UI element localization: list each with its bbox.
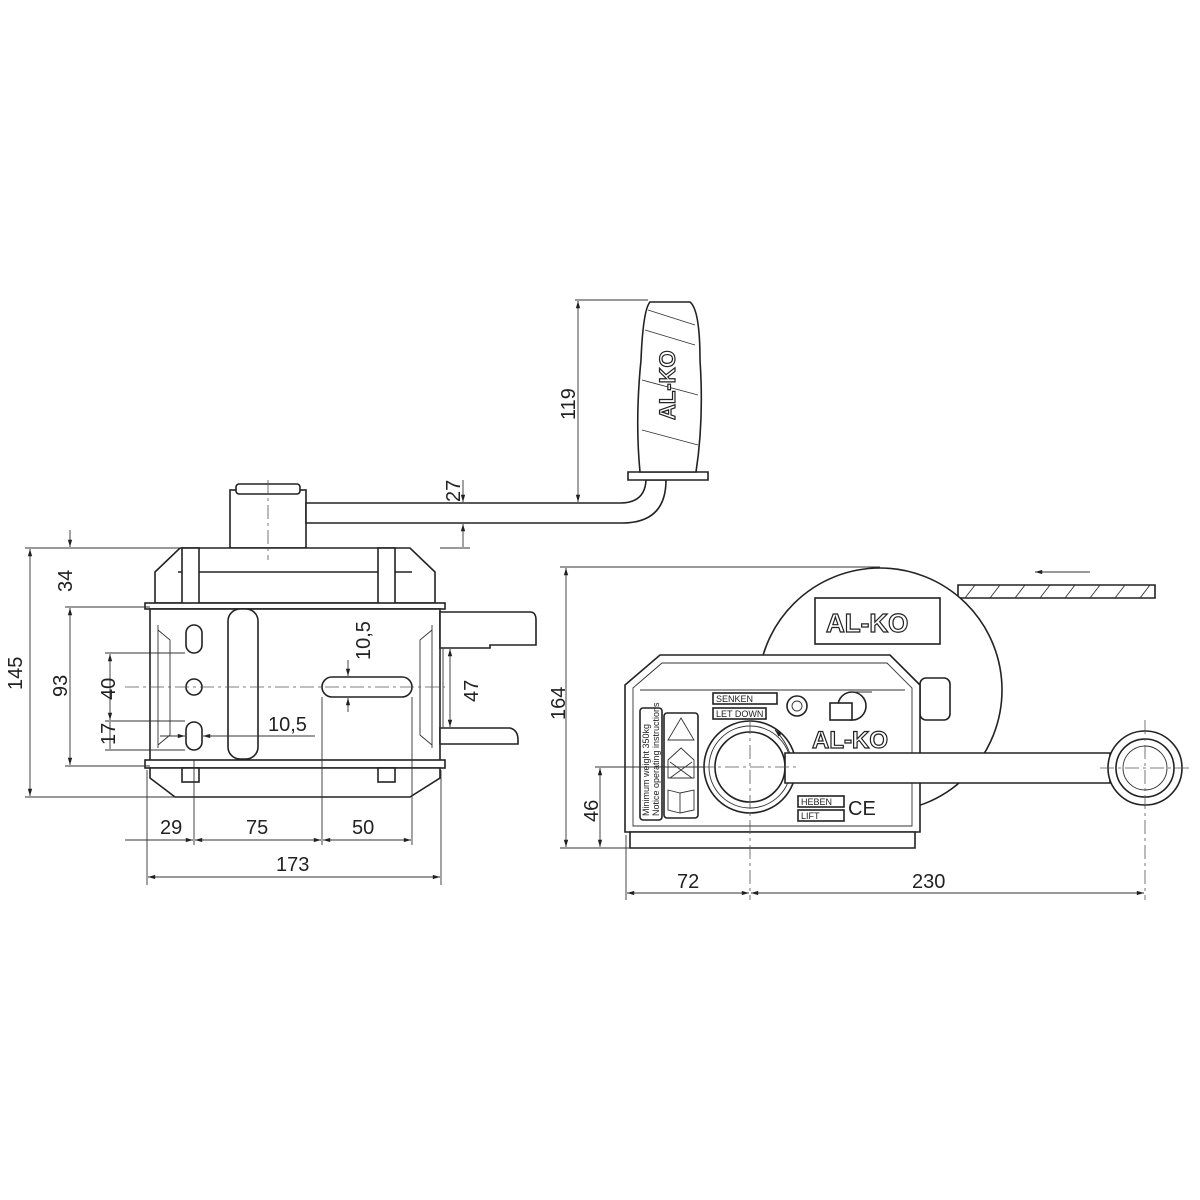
dim-119: 119 [558, 388, 580, 420]
ce-mark: CE [848, 798, 876, 820]
dim-75: 75 [246, 817, 268, 839]
dim-34: 34 [55, 570, 77, 592]
dim-46: 46 [581, 800, 603, 822]
dim-10-5-vertical: 10,5 [353, 621, 375, 660]
dim-10-5-horizontal: 10,5 [268, 714, 307, 736]
sticker-text-2: Notice operating instructions [651, 702, 661, 816]
front-view: AL-KO [5, 299, 709, 885]
dim-47: 47 [461, 680, 483, 702]
dim-93: 93 [50, 675, 72, 697]
dim-145: 145 [5, 657, 27, 690]
symbol-panel [663, 712, 699, 819]
no-person-icon [667, 747, 695, 779]
side-bracket [439, 611, 537, 745]
sticker-text-1: Minimum weight 350kg [641, 724, 651, 816]
label-senken: SENKEN [716, 694, 753, 704]
side-latch [919, 677, 951, 721]
winch-symbol-icon [829, 691, 872, 721]
lift-labels: HEBEN LIFT CE [797, 795, 876, 822]
release-knob [786, 695, 808, 717]
dim-72: 72 [677, 871, 699, 893]
label-lift: LIFT [801, 811, 820, 821]
crank-arm [305, 479, 667, 524]
drum-logo-text: AL-KO [826, 608, 908, 638]
side-view: AL-KO Minimum weight 350kg Notice operat… [548, 566, 1190, 900]
lower-slot-hole [185, 721, 203, 751]
label-let-down: LET DOWN [716, 709, 763, 719]
dim-17: 17 [98, 723, 120, 745]
dim-40: 40 [98, 678, 120, 700]
housing-logo: AL-KO [812, 727, 888, 754]
side-dimensions: 164 46 72 230 [548, 566, 1145, 900]
warning-sticker [639, 707, 663, 821]
label-heben: HEBEN [801, 797, 832, 807]
dim-29: 29 [160, 817, 182, 839]
handle-logo: AL-KO [655, 350, 680, 420]
dim-27: 27 [443, 480, 465, 502]
front-dimensions: 145 34 93 40 17 10,5 10,5 47 [5, 299, 648, 885]
upper-slot-hole [185, 624, 203, 654]
dim-173: 173 [276, 854, 309, 876]
drum-logo: AL-KO [814, 597, 941, 645]
cable [957, 569, 1156, 599]
dim-50: 50 [352, 817, 374, 839]
crank-handle: AL-KO [627, 301, 709, 481]
dim-164: 164 [548, 687, 570, 720]
warning-triangle-icon [667, 717, 695, 741]
housing-top [144, 547, 446, 610]
manual-book-icon [667, 789, 695, 814]
dim-230: 230 [912, 871, 945, 893]
